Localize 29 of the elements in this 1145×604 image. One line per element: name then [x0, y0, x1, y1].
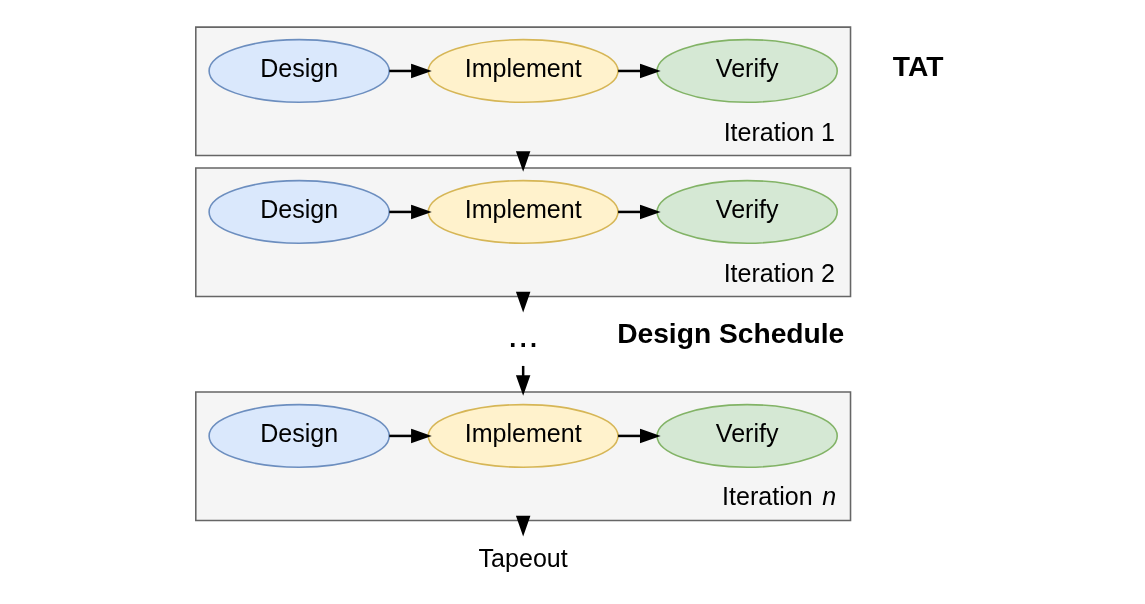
node-text: ... [507, 312, 539, 355]
node-ellipse: Verify [656, 179, 838, 245]
node-ellipse: Verify [656, 38, 838, 104]
arrow [515, 151, 531, 172]
node-label: Iteration 1 [723, 118, 836, 147]
node-ellipse: Design [208, 38, 391, 104]
arrow [515, 291, 531, 313]
node-ellipse: Verify [656, 403, 838, 469]
arrow [389, 63, 432, 79]
cluster [195, 167, 852, 298]
node-ellipse: Design [208, 403, 391, 469]
arrow [618, 204, 661, 220]
label: TAT [892, 50, 944, 83]
node-label: Iteration 2 [723, 259, 836, 288]
arrow [389, 204, 432, 220]
arrow [515, 365, 531, 396]
label: Design Schedule [617, 316, 845, 349]
node-ellipse: Design [208, 179, 391, 245]
node-ellipse: Implement [427, 179, 619, 245]
node-ellipse: Implement [427, 38, 619, 104]
node-label: Iteration n [722, 481, 837, 510]
arrow [515, 515, 531, 537]
node-text: Tapeout [478, 544, 568, 573]
arrow [618, 63, 661, 79]
cluster [195, 26, 852, 157]
cluster [195, 391, 852, 522]
arrow [618, 428, 661, 444]
arrow [389, 428, 432, 444]
node-ellipse: Implement [427, 403, 619, 469]
